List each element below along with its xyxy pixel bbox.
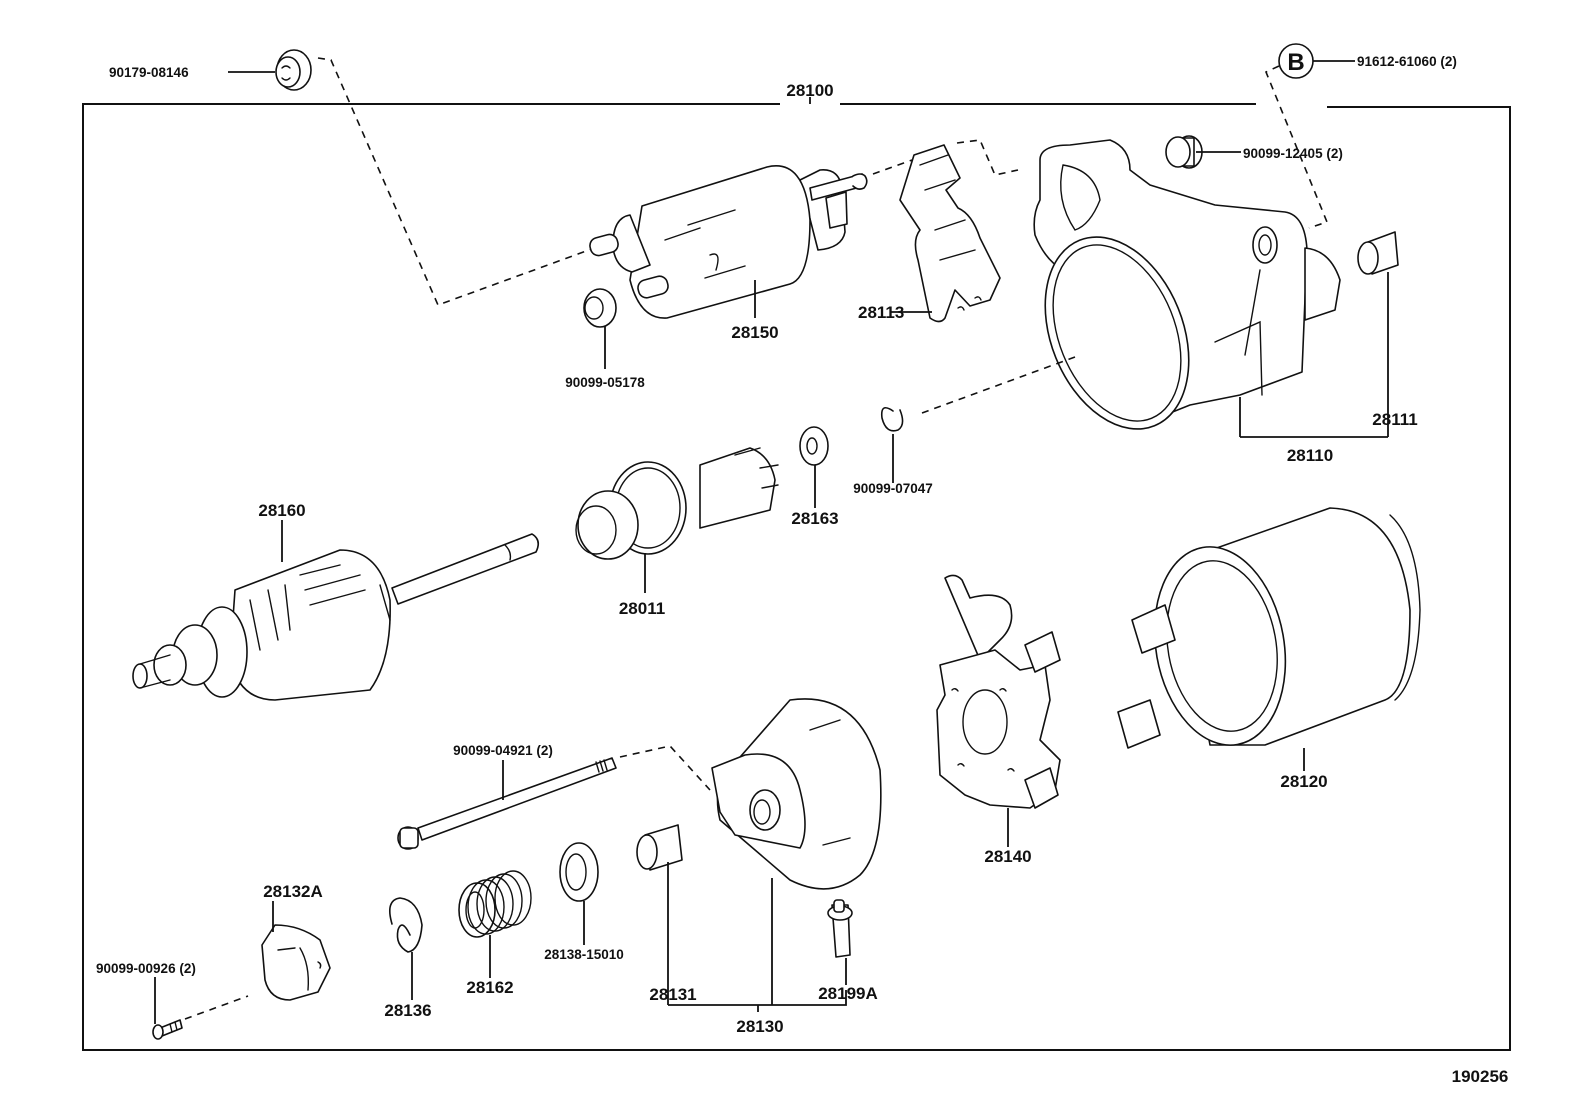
label-28113[interactable]: 28113: [858, 303, 904, 322]
part-90099-05178[interactable]: [583, 288, 617, 369]
label-90099-05178[interactable]: 90099-05178: [565, 375, 645, 390]
part-90099-07047[interactable]: [880, 406, 904, 483]
part-28136-clip[interactable]: [389, 897, 423, 1000]
bracket-28130: [668, 990, 847, 1006]
part-28110-housing[interactable]: [1018, 139, 1341, 450]
part-28138-15010-washer[interactable]: [559, 842, 599, 945]
part-28163-washer[interactable]: [799, 426, 829, 508]
label-90099-07047[interactable]: 90099-07047: [853, 481, 933, 496]
part-90179-08146[interactable]: [228, 49, 312, 91]
dash-line-04921: [619, 745, 711, 791]
label-28136[interactable]: 28136: [384, 1001, 431, 1020]
part-28130-end-frame[interactable]: [711, 698, 882, 1005]
dash-line-00926: [184, 995, 249, 1020]
label-91612-61060[interactable]: 91612-61060 (2): [1357, 54, 1457, 69]
part-90099-00926-screw[interactable]: [152, 977, 183, 1040]
part-28011-clutch[interactable]: [575, 447, 779, 593]
label-28199A[interactable]: 28199A: [818, 984, 878, 1003]
label-28100[interactable]: 28100: [786, 81, 833, 100]
label-90099-00926[interactable]: 90099-00926 (2): [96, 961, 196, 976]
label-28131[interactable]: 28131: [649, 985, 696, 1004]
label-28130[interactable]: 28130: [736, 1017, 783, 1036]
part-28199A-grommet[interactable]: [827, 899, 853, 985]
label-28163[interactable]: 28163: [791, 509, 838, 528]
label-90179-08146[interactable]: 90179-08146: [109, 65, 189, 80]
assembly-frame: [82, 97, 1511, 1051]
label-28110[interactable]: 28110: [1287, 446, 1333, 465]
dash-line-28110: [921, 356, 1076, 414]
part-28120-yoke[interactable]: [1117, 507, 1421, 771]
dash-line-90179: [317, 57, 601, 307]
label-28140[interactable]: 28140: [984, 847, 1031, 866]
label-28162[interactable]: 28162: [466, 978, 513, 997]
part-28150-solenoid[interactable]: [588, 165, 868, 319]
part-labels: 90179-08146 91612-61060 (2) 28100 90099-…: [96, 54, 1508, 1086]
part-90099-12405[interactable]: [1165, 135, 1241, 169]
label-28138-15010[interactable]: 28138-15010: [544, 947, 624, 962]
figure-id: 190256: [1452, 1067, 1509, 1086]
part-28132A-cover[interactable]: [261, 901, 331, 1001]
part-28162-spring[interactable]: [458, 870, 532, 978]
part-90099-04921-bolt[interactable]: [397, 757, 617, 850]
part-28160-armature[interactable]: [132, 520, 540, 701]
label-28132A[interactable]: 28132A: [263, 882, 323, 901]
part-28131-bushing[interactable]: [636, 824, 683, 1005]
label-90099-04921[interactable]: 90099-04921 (2): [453, 743, 553, 758]
part-28140-brush-holder[interactable]: [936, 574, 1061, 847]
dash-line-28113: [872, 139, 1019, 176]
label-28120[interactable]: 28120: [1280, 772, 1327, 791]
callout-b-letter: B: [1287, 49, 1304, 76]
label-28011[interactable]: 28011: [619, 599, 665, 618]
callout-b: B: [1278, 43, 1355, 79]
label-28160[interactable]: 28160: [258, 501, 305, 520]
part-28113-contact[interactable]: [890, 144, 1001, 323]
label-28111[interactable]: 28111: [1372, 410, 1417, 429]
part-28111-bushing[interactable]: [1357, 231, 1399, 437]
dash-line-b: [1264, 65, 1329, 229]
label-90099-12405[interactable]: 90099-12405 (2): [1243, 146, 1343, 161]
label-28150[interactable]: 28150: [731, 323, 778, 342]
